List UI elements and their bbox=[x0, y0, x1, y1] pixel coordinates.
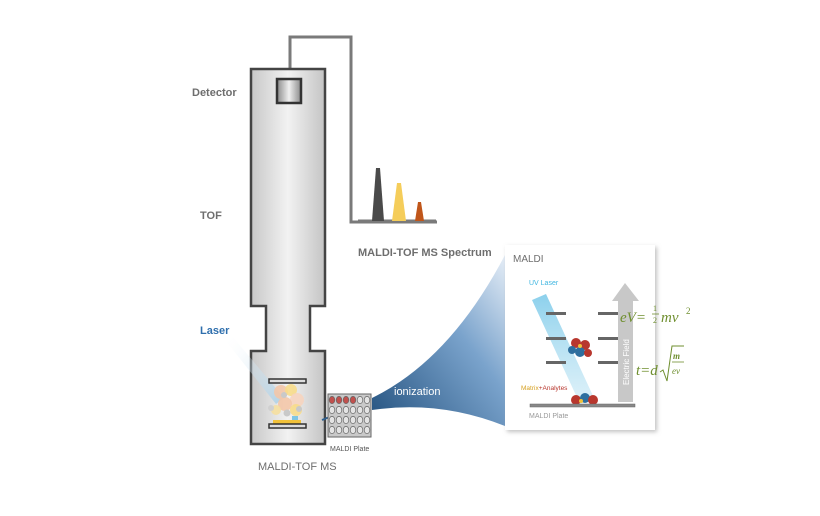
plate-well-loaded bbox=[342, 396, 350, 404]
electric-field-label: Electric Field bbox=[622, 339, 631, 385]
electrode-bars bbox=[546, 312, 618, 364]
plate-well bbox=[335, 426, 343, 434]
detector-icon bbox=[275, 77, 303, 105]
equation-time: t=d m ev bbox=[636, 345, 684, 382]
laser-beam bbox=[225, 336, 284, 404]
detector-label: Detector bbox=[192, 87, 237, 99]
plate-well bbox=[328, 406, 336, 414]
spectrum-label: MALDI-TOF MS Spectrum bbox=[358, 247, 492, 259]
spectrum-peak-1 bbox=[372, 168, 384, 221]
ionization-funnel bbox=[372, 255, 505, 426]
plate-well-loaded bbox=[349, 396, 357, 404]
svg-text:ev: ev bbox=[672, 366, 680, 376]
svg-text:1: 1 bbox=[653, 304, 657, 313]
svg-text:mv: mv bbox=[661, 310, 679, 326]
ion-cluster-plate bbox=[571, 393, 598, 405]
plate-well bbox=[328, 416, 336, 424]
inset-title: MALDI bbox=[513, 254, 544, 265]
spectrum bbox=[358, 168, 436, 223]
plate-well bbox=[342, 416, 350, 424]
plate-well bbox=[342, 406, 350, 414]
lower-plate bbox=[268, 423, 307, 429]
plate-well-loaded bbox=[335, 396, 343, 404]
matrix-analytes-label: Matrix+Analytes bbox=[521, 385, 568, 392]
instrument-label: MALDI-TOF MS bbox=[258, 461, 337, 473]
plate-well bbox=[349, 406, 357, 414]
plate-well bbox=[349, 416, 357, 424]
plate-label: MALDI Plate bbox=[330, 446, 369, 453]
plate-well bbox=[363, 406, 371, 414]
plate-well bbox=[356, 426, 364, 434]
plate-well bbox=[363, 396, 371, 404]
maldi-inset: Electric Field MALDI UV Laser Matrix+Ana… bbox=[505, 245, 691, 430]
svg-text:eV=: eV= bbox=[620, 310, 646, 326]
plate-well bbox=[356, 406, 364, 414]
plate-well bbox=[328, 426, 336, 434]
inset-maldi-plate bbox=[529, 403, 636, 408]
plate-well-loaded bbox=[328, 396, 336, 404]
spectrum-peak-3 bbox=[415, 202, 424, 221]
sample-target bbox=[273, 420, 301, 424]
tof-column bbox=[249, 67, 327, 446]
plate-well bbox=[356, 396, 364, 404]
maldi-plate-icon bbox=[327, 393, 372, 438]
tof-label: TOF bbox=[200, 210, 222, 222]
plate-well bbox=[363, 426, 371, 434]
ionization-label: ionization bbox=[394, 386, 440, 398]
svg-text:t=d: t=d bbox=[636, 363, 658, 379]
ion-cluster-flying bbox=[568, 338, 592, 357]
sample-cluster bbox=[268, 384, 304, 420]
svg-text:m: m bbox=[673, 351, 680, 361]
upper-plate bbox=[268, 378, 307, 384]
plate-well bbox=[335, 406, 343, 414]
plate-well bbox=[349, 426, 357, 434]
uv-laser-label: UV Laser bbox=[529, 280, 559, 287]
plate-well bbox=[356, 416, 364, 424]
plate-well bbox=[342, 426, 350, 434]
plate-well bbox=[363, 416, 371, 424]
uv-laser-beam bbox=[532, 294, 594, 404]
equation-energy: eV= 1 2 mv 2 bbox=[620, 304, 691, 326]
laser-label: Laser bbox=[200, 325, 230, 337]
plate-well bbox=[335, 416, 343, 424]
spectrum-peak-2 bbox=[392, 183, 406, 221]
inset-plate-label: MALDI Plate bbox=[529, 413, 568, 420]
svg-text:2: 2 bbox=[653, 316, 657, 325]
svg-text:2: 2 bbox=[686, 306, 691, 316]
electric-field-arrow-icon: Electric Field bbox=[612, 283, 639, 402]
